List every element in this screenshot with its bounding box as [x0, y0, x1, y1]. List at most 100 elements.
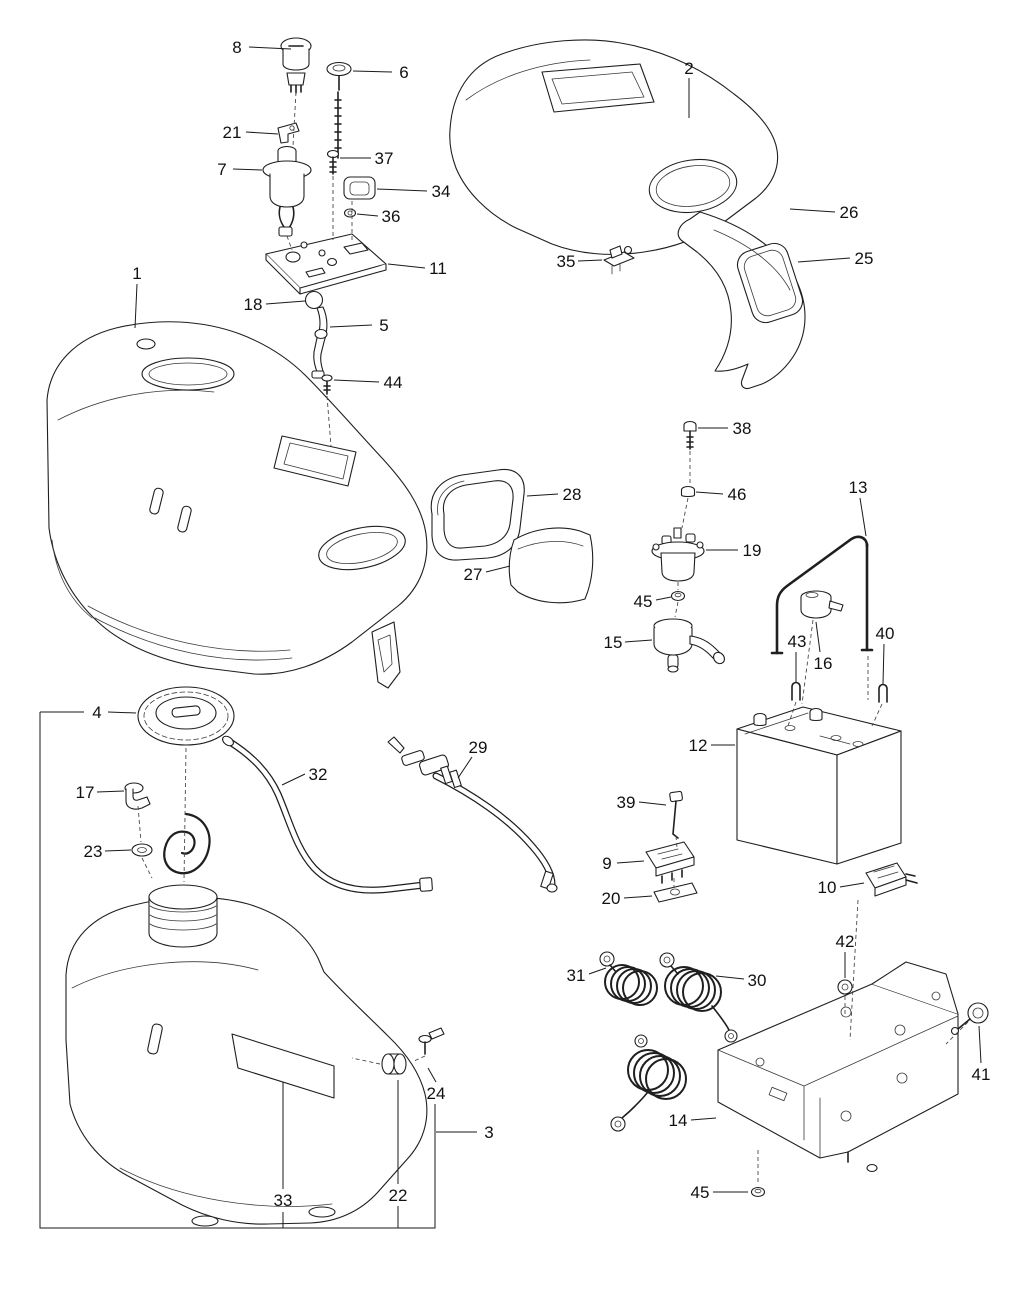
part-10-connector [865, 862, 918, 897]
part-39-cable-tie [669, 790, 683, 839]
callout-label-19: 19 [743, 541, 762, 560]
callout-label-43: 43 [788, 632, 807, 651]
callout-label-6: 6 [399, 63, 408, 82]
callout-leader-9 [616, 860, 645, 864]
callout-leader-14 [690, 1117, 717, 1121]
callout-label-34: 34 [432, 182, 451, 201]
callout-leader-13 [859, 497, 867, 537]
callout-label-9: 9 [602, 854, 611, 873]
part-19-solenoid [651, 527, 705, 582]
callout-label-3: 3 [484, 1123, 493, 1142]
part-35-hinge-bracket [603, 245, 635, 275]
callout-leader-23 [104, 849, 132, 852]
part-7-ignition-switch [262, 145, 312, 237]
part-28-bezel [430, 468, 525, 561]
part-13-holddown-rod [770, 535, 874, 655]
callout-label-20: 20 [602, 889, 621, 908]
part-18-knob [304, 290, 324, 310]
callout-leader-24 [427, 1067, 437, 1083]
callout-label-13: 13 [849, 478, 868, 497]
callout-leader-28 [526, 493, 559, 497]
part-30-coiled-cable-lower [610, 1034, 687, 1132]
callout-label-36: 36 [382, 207, 401, 226]
callout-leader-31 [588, 967, 607, 975]
callout-label-8: 8 [232, 38, 241, 57]
callout-label-41: 41 [972, 1065, 991, 1084]
callout-label-40: 40 [876, 624, 895, 643]
callout-leader-44 [333, 379, 380, 383]
callout-label-32: 32 [309, 765, 328, 784]
part-4-fuel-cap [137, 686, 235, 746]
part-20-bracket-plate [653, 882, 698, 903]
tank-filler-neck [148, 884, 218, 948]
callout-leader-17 [96, 790, 125, 793]
callout-label-29: 29 [469, 738, 488, 757]
callout-label-23: 23 [84, 842, 103, 861]
callout-leader-41 [978, 1025, 982, 1064]
callout-leader-7 [232, 168, 263, 171]
part-37-screw [326, 149, 340, 175]
callout-label-17: 17 [76, 783, 95, 802]
battery-terminal-negative [753, 712, 767, 727]
callout-label-44: 44 [384, 373, 403, 392]
callout-label-14: 14 [669, 1111, 688, 1130]
part-2-console-cover [449, 39, 806, 390]
callout-leader-8 [248, 46, 292, 50]
callout-leader-32 [281, 773, 306, 786]
part-32-fuel-line [222, 735, 433, 894]
part-5-lever [311, 306, 328, 379]
callout-leader-1 [134, 283, 138, 329]
part-33-filler-grommet [163, 812, 211, 875]
part-23-washer [131, 843, 153, 857]
callout-leader-40 [882, 643, 885, 685]
callout-label-45: 45 [691, 1183, 710, 1202]
part-9-connector [645, 841, 695, 884]
callout-label-38: 38 [733, 419, 752, 438]
callout-label-5: 5 [379, 316, 388, 335]
part-11-mount-plate [265, 233, 387, 295]
part-14-battery-tray [717, 961, 959, 1173]
callout-label-12: 12 [689, 736, 708, 755]
callout-leader-27 [485, 565, 511, 573]
alignment-dashed-lines [137, 91, 969, 1184]
callout-leader-21 [245, 131, 279, 135]
callout-label-31: 31 [567, 966, 586, 985]
part-45-nut-upper [670, 590, 686, 602]
callout-label-16: 16 [814, 654, 833, 673]
callout-label-18: 18 [244, 295, 263, 314]
part-34-boot [343, 176, 376, 200]
part-38-bolt [683, 420, 697, 450]
part-40-clip [878, 683, 888, 703]
callout-label-39: 39 [617, 793, 636, 812]
callout-label-4: 4 [92, 703, 101, 722]
part-12-battery [736, 706, 902, 865]
callout-label-37: 37 [375, 149, 394, 168]
part-17-vent-elbow [124, 782, 151, 810]
part-42-washer [837, 979, 853, 995]
part-43-clip [791, 681, 801, 701]
callout-leader-35 [577, 259, 603, 262]
part-45-nut-lower [750, 1186, 766, 1198]
reference-bracket-lines [39, 711, 436, 1229]
part-36-nut [343, 208, 357, 218]
part-24-elbow-fitting [418, 1027, 445, 1055]
part-31-coiled-cable [599, 951, 658, 1006]
callout-label-35: 35 [557, 252, 576, 271]
callout-leader-30 [715, 975, 745, 980]
part-27-cover [508, 527, 594, 604]
part-15-fuel-valve [653, 618, 725, 673]
callout-leader-5 [329, 324, 373, 328]
callout-leader-25 [797, 257, 851, 263]
callout-label-2: 2 [684, 59, 693, 78]
callout-label-21: 21 [223, 123, 242, 142]
callout-leader-39 [638, 801, 667, 806]
callout-label-22: 22 [389, 1186, 408, 1205]
callout-label-24: 24 [427, 1084, 446, 1103]
callout-label-27: 27 [464, 565, 483, 584]
part-3-fuel-tank [65, 884, 428, 1227]
callout-label-1: 1 [132, 264, 141, 283]
part-29-fuel-hose-valve [387, 736, 558, 893]
